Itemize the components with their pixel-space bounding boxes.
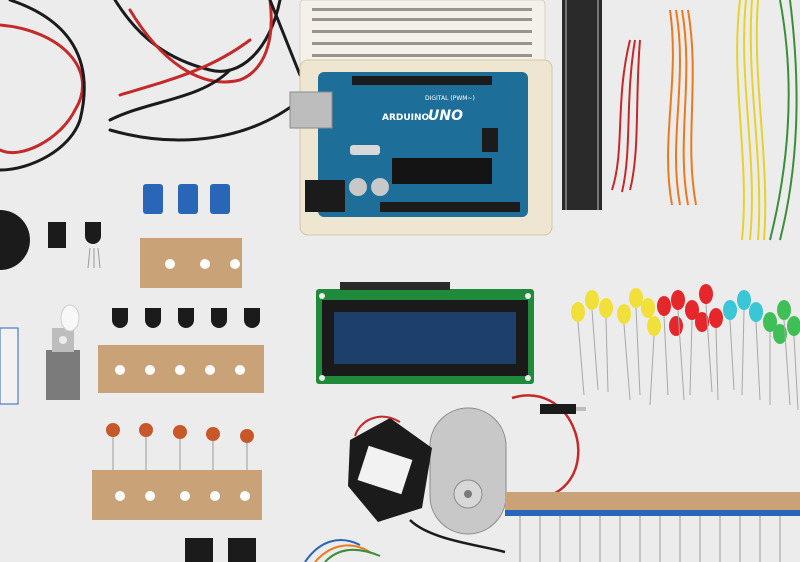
resistor-tape-strip: [505, 492, 800, 562]
arduino-board: ARDUINO UNO DIGITAL (PWM~): [289, 72, 528, 217]
bottom-jumper-wires: [304, 539, 381, 562]
potentiometer: [0, 327, 19, 405]
arduino-brand-text: ARDUINO: [382, 113, 430, 123]
small-sensors: [48, 222, 101, 269]
arduino-digital-text: DIGITAL (PWM~): [425, 95, 475, 102]
jumper-wire-bundles: [611, 0, 798, 241]
servo-module: [348, 415, 506, 554]
arduino-model-text: UNO: [428, 108, 463, 124]
clear-led: [60, 304, 80, 332]
dc-motor: [429, 394, 586, 535]
voltage-regulator: [46, 328, 80, 400]
transistor-strip: [98, 308, 264, 393]
probe-cables: [0, 0, 302, 172]
ceramic-capacitors: [92, 423, 262, 520]
electrolytic-capacitors: [140, 184, 242, 288]
led-cluster: [571, 284, 800, 411]
power-transistors: [185, 538, 256, 562]
lcd-module: [316, 282, 534, 384]
pin-header-strip: [562, 0, 602, 210]
buzzer: [0, 210, 30, 270]
